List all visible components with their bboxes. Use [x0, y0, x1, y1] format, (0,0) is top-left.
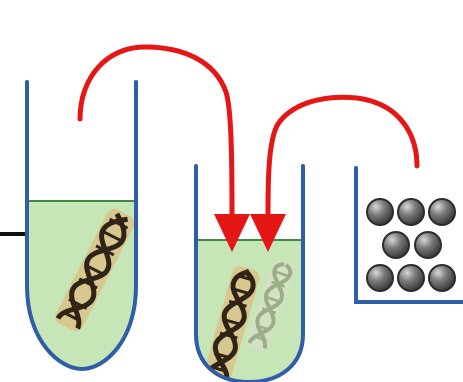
- bead: [415, 232, 441, 258]
- middle-tube-group: [196, 166, 303, 382]
- bead: [398, 265, 424, 291]
- bead: [367, 199, 393, 225]
- right-container-group: [356, 168, 463, 302]
- right-transfer-arrow: [268, 97, 417, 216]
- bead: [367, 265, 393, 291]
- bead: [429, 199, 455, 225]
- bead: [429, 265, 455, 291]
- bead-cluster: [367, 199, 455, 291]
- bead: [398, 199, 424, 225]
- left-transfer-arrow: [80, 47, 232, 216]
- bead: [383, 232, 409, 258]
- left-tube-group: [0, 82, 137, 369]
